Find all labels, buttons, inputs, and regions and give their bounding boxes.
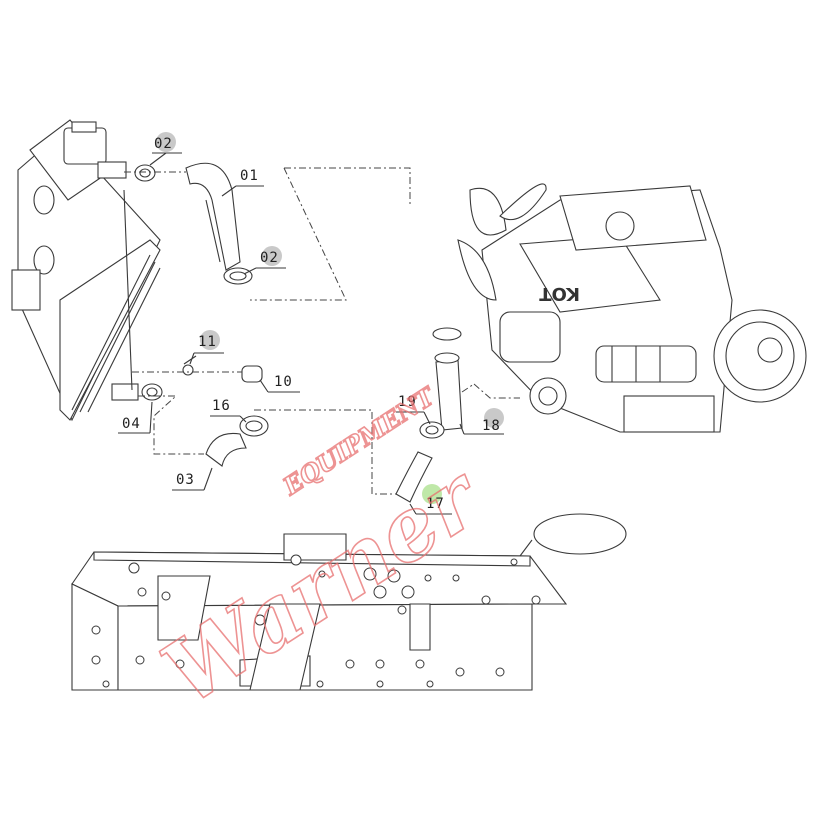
callout-03: 03: [172, 467, 213, 491]
callout-01: 01: [221, 168, 264, 197]
callout-17: 17: [409, 484, 452, 515]
label-02-top: 02: [154, 136, 173, 152]
hose-18: [432, 327, 463, 431]
hose-17: [395, 451, 433, 503]
label-01: 01: [240, 168, 259, 184]
callout-18: 18: [459, 408, 504, 435]
hose-01: [185, 162, 241, 271]
radiator: [11, 119, 161, 422]
engine-brand-text: KOT: [539, 283, 580, 304]
callout-19: 19: [396, 394, 431, 425]
clamp-16: [239, 415, 269, 437]
clamp-04: [141, 383, 163, 401]
clamp-02-lower: [223, 267, 253, 285]
label-18: 18: [482, 418, 501, 434]
callout-16: 16: [210, 398, 247, 423]
label-04: 04: [122, 416, 141, 432]
hose-03: [205, 432, 247, 467]
clamp-19: [419, 421, 445, 439]
callout-11: 11: [189, 330, 224, 365]
connection-lines: [124, 167, 520, 495]
callout-02-lower: 02: [243, 246, 286, 275]
clamp-02-top: [134, 164, 156, 182]
label-02-lower: 02: [260, 250, 279, 266]
label-17: 17: [426, 496, 445, 512]
label-11: 11: [198, 334, 217, 350]
chassis-frame: [71, 513, 627, 691]
callout-02-top: 02: [149, 132, 182, 166]
label-10: 10: [274, 374, 293, 390]
fitting-11: [182, 355, 197, 376]
engine: KOT: [457, 183, 807, 433]
callout-04: 04: [118, 401, 153, 434]
label-16: 16: [212, 398, 231, 414]
label-19: 19: [398, 394, 417, 410]
callout-10: 10: [259, 374, 300, 393]
frame-callout-ellipse: [533, 513, 627, 555]
label-03: 03: [176, 472, 195, 488]
plug-10: [241, 365, 263, 383]
frame-holes: [91, 554, 541, 688]
